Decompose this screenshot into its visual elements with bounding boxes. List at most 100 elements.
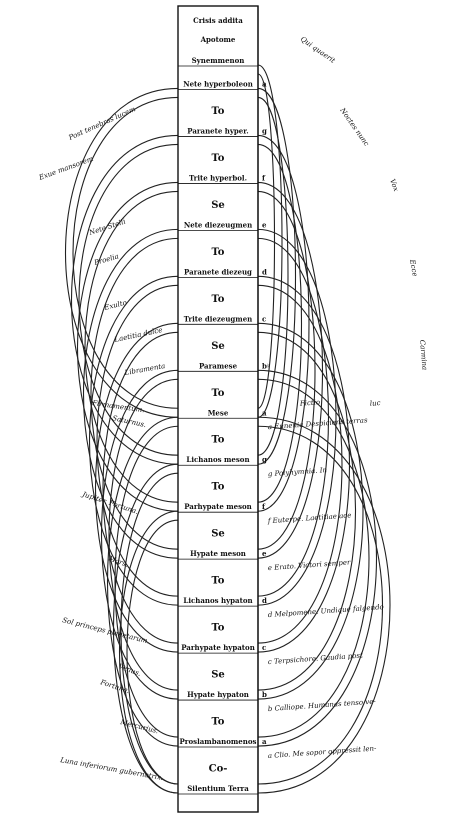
interval-label: To xyxy=(212,294,225,305)
note-key: c xyxy=(262,314,266,323)
muse-label: f Euterpe. Laetitiae ace xyxy=(267,511,352,525)
right-arc-inner xyxy=(257,331,356,691)
left-arc-inner xyxy=(120,472,179,785)
left-arc-text: Proelia xyxy=(92,252,119,267)
muse-label: d Melpomene. Undique falgendo xyxy=(268,603,384,619)
interval-label: To xyxy=(212,106,225,117)
left-arc-inner xyxy=(72,96,179,409)
interval-label: Co- xyxy=(209,764,228,775)
muse-list: a Clio. Me sopor oppressit len-b Calliop… xyxy=(267,398,384,760)
interval-label: Se xyxy=(211,341,225,352)
right-arc xyxy=(257,87,297,465)
right-arc-text: Carmina xyxy=(418,339,429,370)
left-arc-inner xyxy=(78,143,179,456)
central-column xyxy=(177,5,259,813)
note-name: Lichanos hypaton xyxy=(183,596,252,605)
interval-label: To xyxy=(212,482,225,493)
right-arc xyxy=(257,64,283,418)
note-name: Trite hyperbol. xyxy=(189,173,247,182)
planet-label: Fortuna. xyxy=(98,678,130,695)
note-name: Paranete diezeug xyxy=(184,267,252,276)
interval-label: To xyxy=(212,435,225,446)
note-key: c xyxy=(262,643,266,652)
right-arc-text: Vox xyxy=(388,178,400,193)
interval-label: To xyxy=(212,388,225,399)
planet-list: Saturnus.Jupiter. Fortuna.Mars.Sol princ… xyxy=(59,399,164,782)
muse-label: g Polyhymnia. In xyxy=(268,466,328,478)
right-arc xyxy=(257,322,364,700)
left-arc-inner xyxy=(108,378,179,691)
note-key: f xyxy=(262,173,266,182)
left-arc xyxy=(88,275,179,606)
planet-label: Firmamentum. xyxy=(91,399,145,414)
left-arc xyxy=(77,181,179,512)
note-name: Proslambanomenos xyxy=(180,737,257,746)
right-arc-inner xyxy=(257,284,343,644)
left-arc-group xyxy=(64,87,179,794)
note-key: d xyxy=(262,267,267,276)
right-arc-inner xyxy=(257,96,289,456)
note-name: Synemmenon xyxy=(192,56,245,65)
note-name: Nete diezeugmen xyxy=(184,220,252,229)
left-arc xyxy=(94,322,179,653)
interval-label: To xyxy=(212,247,225,258)
right-arc xyxy=(257,134,310,512)
interval-label: To xyxy=(212,153,225,164)
left-arc xyxy=(113,463,179,794)
note-name: Trite diezeugmen xyxy=(184,314,253,323)
left-arc xyxy=(71,134,179,465)
right-arc-inner xyxy=(257,425,383,785)
muse-label: luc xyxy=(370,399,381,408)
header-line2: Apotome xyxy=(200,35,236,44)
right-arc xyxy=(257,416,391,794)
note-key: f xyxy=(262,502,266,511)
muse-label: e Erato. Victori semper xyxy=(268,558,352,572)
left-arc xyxy=(83,228,179,559)
note-key: a xyxy=(262,408,267,417)
left-arc xyxy=(107,416,179,747)
right-arc-text: Qui quaerit xyxy=(299,35,337,65)
left-arc-text: Libramenta xyxy=(123,362,166,377)
left-arc-inner xyxy=(96,284,179,597)
muse-label: c Terpsichore. Gaudia post xyxy=(268,651,364,666)
note-key: e xyxy=(262,549,267,558)
interval-label: Se xyxy=(211,529,225,540)
note-key: e xyxy=(262,220,267,229)
left-arc-inner xyxy=(114,425,179,738)
right-arc-inner xyxy=(257,378,370,738)
note-name: Mese xyxy=(208,408,229,417)
right-arc-text: Noctes nunc xyxy=(338,106,371,148)
right-arc-inner xyxy=(257,237,330,597)
muse-label: a Clio. Me sopor oppressit len- xyxy=(268,744,378,760)
interval-label: To xyxy=(212,576,225,587)
interval-label: To xyxy=(212,717,225,728)
right-arc xyxy=(257,369,377,747)
interval-label: Se xyxy=(211,670,225,681)
note-key: b♮ xyxy=(262,361,269,370)
left-arc-text: Nete Stelli xyxy=(87,218,126,238)
note-key: d xyxy=(262,596,267,605)
note-name: Silentium Terra xyxy=(187,784,249,793)
left-arc-text: Post tenebras lucem xyxy=(67,105,137,142)
note-name: Paramese xyxy=(199,361,238,370)
left-arc-inner xyxy=(102,331,179,644)
right-arc-group xyxy=(257,64,391,794)
left-arc-inner xyxy=(126,519,179,785)
right-arc-inner xyxy=(257,143,303,503)
left-arc xyxy=(64,87,179,418)
right-arc-inner xyxy=(257,190,316,550)
note-key: a xyxy=(262,737,267,746)
note-name: Nete hyperboleon xyxy=(183,79,253,88)
note-name: Lichanos meson xyxy=(186,455,249,464)
left-arc xyxy=(100,369,179,700)
left-arc-inner xyxy=(90,237,179,550)
left-arc-text: Exue mansorem xyxy=(37,155,95,183)
note-name: Hypate hypaton xyxy=(187,690,249,699)
note-key: b xyxy=(262,690,267,699)
planet-label: Luna inferiorum gubernatrix. xyxy=(59,756,164,782)
note-name: Parhypate hypaton xyxy=(181,643,255,652)
note-key: g xyxy=(262,126,267,135)
